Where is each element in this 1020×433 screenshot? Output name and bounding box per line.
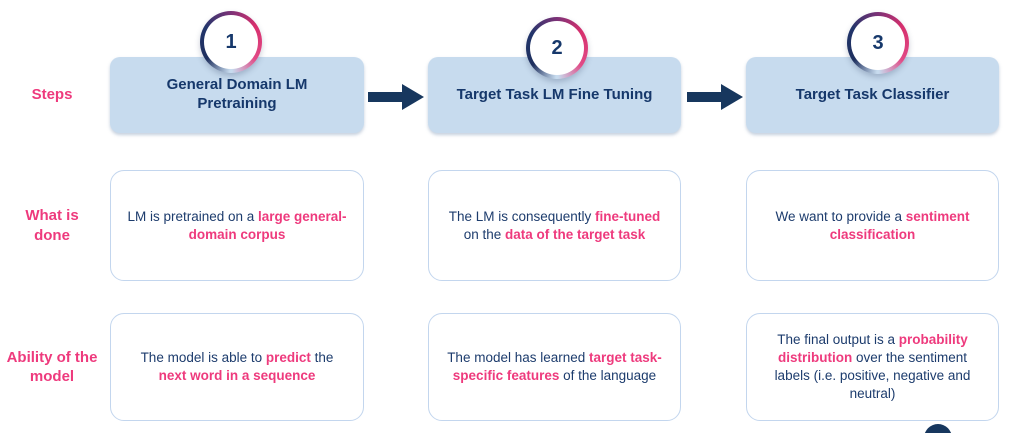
step-3-what-is-done-box: We want to provide a sentiment classific… [746,170,999,281]
rich-text: The model is able to predict the next wo… [127,349,347,385]
rich-text: LM is pretrained on a large general-doma… [127,208,347,244]
text-segment: The model is able to [140,350,266,366]
step-3-number: 3 [872,31,884,54]
highlighted-text-segment: predict [265,350,311,366]
row-label-steps: Steps [31,86,73,104]
row-label-what-is-done: What is done [25,207,79,244]
highlighted-text-segment: data of the target task [505,226,646,242]
row-label-ability: Ability of the model [6,348,98,386]
text-segment: the [310,350,334,366]
rich-text: We want to provide a sentiment classific… [763,208,982,244]
text-segment: on the [463,226,505,242]
step-2-number: 2 [551,36,563,59]
highlighted-text-segment: target task-specific features [452,350,662,383]
step-3-circle: 3 [847,12,909,74]
rich-text: The LM is consequently fine-tuned on the… [445,208,664,244]
step-1-circle: 1 [200,11,262,73]
step-1-number: 1 [225,30,237,53]
text-segment: The LM is consequently [448,208,596,224]
step-1-ability-box: The model is able to predict the next wo… [110,313,364,421]
step-1-circle-inner: 1 [204,15,258,69]
text-segment: LM is pretrained on a [127,208,259,224]
text-segment: We want to provide a [775,208,906,224]
step-3-ability-box: The final output is a probability distri… [746,313,999,421]
step-1-title: General Domain LM Pretraining [166,76,308,112]
step-1-what-is-done-box: LM is pretrained on a large general-doma… [110,170,364,281]
text-segment: The model has learned [447,350,590,366]
highlighted-text-segment: fine-tuned [595,208,661,224]
step-2-ability-box: The model has learned target task-specif… [428,313,681,421]
rich-text: The final output is a probability distri… [763,331,982,402]
highlighted-text-segment: next word in a sequence [158,368,316,383]
highlighted-text-segment: sentiment classification [829,208,970,242]
arrow-right-icon [368,84,424,110]
step-2-circle-inner: 2 [530,21,584,75]
step-3-circle-inner: 3 [851,16,905,70]
highlighted-text-segment: probability distribution [777,332,968,366]
arrow-right-icon [687,84,743,110]
step-3-title: Target Task Classifier [795,85,950,103]
text-segment: The final output is a [777,332,899,348]
step-2-title: Target Task LM Fine Tuning [456,85,653,103]
step-2-what-is-done-box: The LM is consequently fine-tuned on the… [428,170,681,281]
step-2-circle: 2 [526,17,588,79]
text-segment: of the language [559,368,657,383]
partial-circle-button[interactable] [924,424,952,433]
text-segment: over the sentiment labels (i.e. positive… [774,350,971,401]
highlighted-text-segment: large general-domain corpus [188,208,347,242]
step-2-header-box: Target Task LM Fine Tuning [428,57,681,133]
rich-text: The model has learned target task-specif… [445,349,664,385]
